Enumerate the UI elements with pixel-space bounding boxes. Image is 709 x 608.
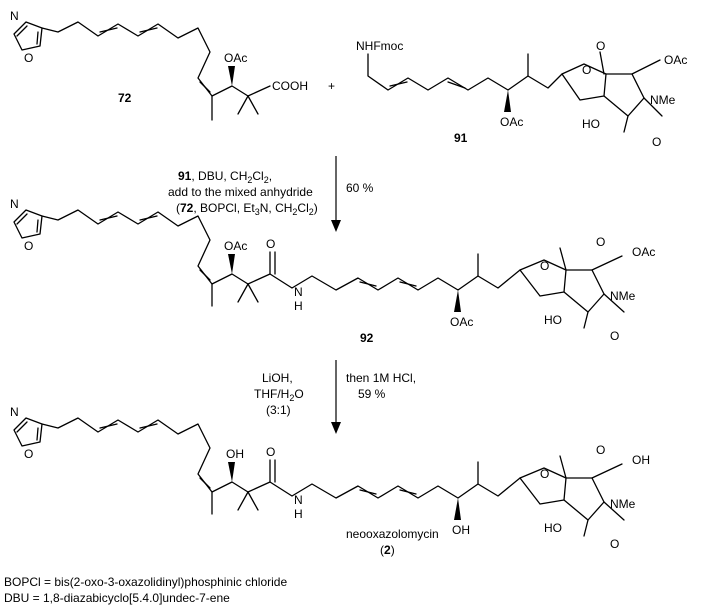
carbonyl-o-label-92: O	[596, 235, 605, 249]
amide-n-label-92: N	[294, 285, 303, 299]
step2-reagent-line3: (3:1)	[266, 403, 291, 417]
compound-number-72: 72	[118, 91, 132, 105]
carbonyl-o-label-91: O	[596, 39, 605, 53]
oxazole-n-label: N	[10, 9, 19, 23]
product-name: neooxazolomycin	[346, 527, 439, 541]
oac-label-91: OAc	[500, 115, 523, 129]
footnote-dbu: DBU = 1,8-diazabicyclo[5.4.0]undec-7-ene	[4, 591, 230, 605]
oh-label-2: OH	[226, 447, 244, 461]
step2-reagent-line2: THF/H2O	[254, 387, 304, 403]
ho-label-2: HO	[544, 521, 562, 535]
oac-label-92: OAc	[224, 239, 247, 253]
nhfmoc-label: NHFmoc	[356, 39, 403, 53]
oac-lower-label-92: OAc	[450, 315, 473, 329]
step2-then-line: then 1M HCl,	[346, 371, 416, 385]
step1-conditions-line2: add to the mixed anhydride	[168, 185, 313, 199]
ho-label-92: HO	[544, 313, 562, 327]
nme-label-2: NMe	[610, 497, 636, 511]
oac2-label-92: OAc	[632, 245, 655, 259]
oac-label-72: OAc	[224, 51, 247, 65]
amide-o-label-2: O	[610, 537, 619, 551]
amide-o-label-92: O	[610, 329, 619, 343]
reaction-arrow-2	[331, 360, 341, 434]
compound-number-91: 91	[454, 131, 468, 145]
step1-conditions-line3: (72, BOPCl, Et3N, CH2Cl2)	[176, 201, 318, 217]
nme-label-92: NMe	[610, 289, 636, 303]
step2-reagent-line1: LiOH,	[262, 371, 293, 385]
ring-o-label-92: O	[540, 259, 549, 273]
nme-label-91: NMe	[650, 93, 676, 107]
compound-91: NHFmoc OAc O O OAc NMe HO O 91	[356, 39, 687, 149]
step2-yield: 59 %	[358, 387, 386, 401]
amide-h-label-2: H	[294, 507, 303, 521]
amide-carbonyl-o-92: O	[266, 237, 275, 251]
plus-sign: +	[328, 79, 335, 93]
oh2-label-2: OH	[632, 453, 650, 467]
oxazole-n-label-92: N	[10, 197, 19, 211]
ring-o-label-2: O	[540, 467, 549, 481]
oh-lower-label-2: OH	[452, 523, 470, 537]
compound-neooxazolomycin: N O OH O N H OH O O OH NMe HO O neooxazo…	[10, 405, 650, 557]
amide-n-label-2: N	[294, 493, 303, 507]
product-number: (2)	[380, 543, 395, 557]
reaction-arrow-1	[331, 156, 341, 232]
ho-label-91: HO	[582, 117, 600, 131]
step1-conditions-line1: 91, DBU, CH2Cl2,	[178, 169, 272, 185]
step1-yield: 60 %	[346, 181, 374, 195]
oxazole-n-label-2: N	[10, 405, 19, 419]
oxazole-o-label: O	[24, 51, 33, 65]
oxazole-o-label-2: O	[24, 447, 33, 461]
oxazole-o-label-92: O	[24, 239, 33, 253]
cooh-label: COOH	[272, 79, 308, 93]
amide-carbonyl-o-2: O	[266, 445, 275, 459]
footnote-bopcl: BOPCl = bis(2-oxo-3-oxazolidinyl)phosphi…	[4, 575, 287, 589]
amide-h-label-92: H	[294, 299, 303, 313]
compound-72: N O OAc COOH 72	[10, 9, 308, 121]
compound-number-92: 92	[360, 331, 374, 345]
oac2-label-91: OAc	[664, 53, 687, 67]
compound-92: N O OAc O N H OAc O O OAc NMe HO O 92	[10, 197, 655, 345]
carbonyl-o-label-2: O	[596, 443, 605, 457]
ring-o-label-91: O	[582, 63, 591, 77]
amide-o-label-91: O	[652, 135, 661, 149]
